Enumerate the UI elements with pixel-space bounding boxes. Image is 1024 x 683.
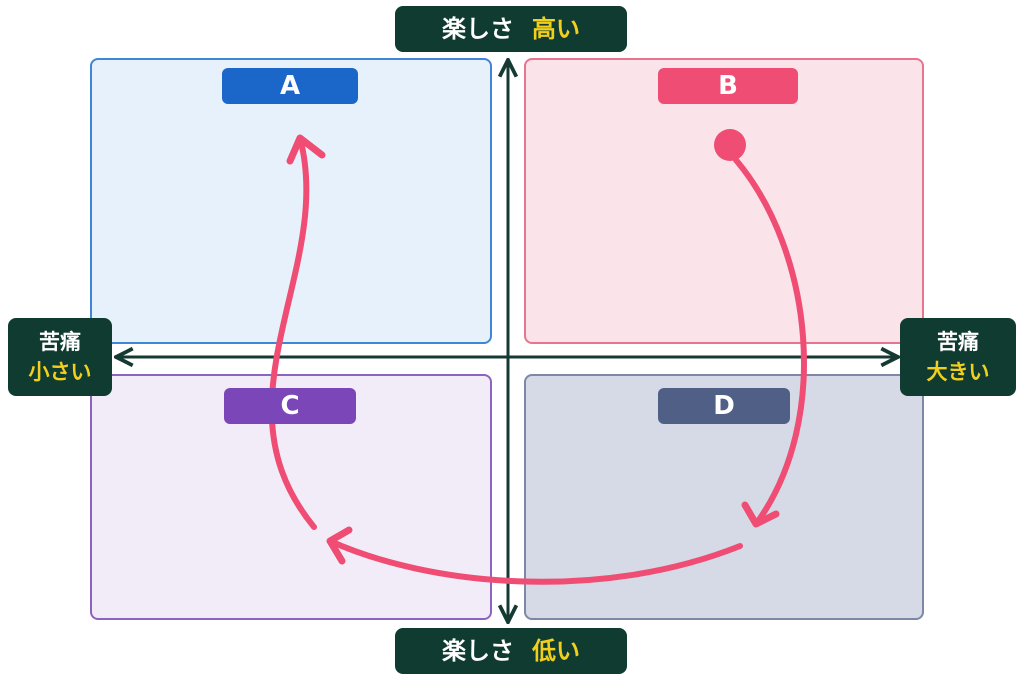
axis-left-name: 苦痛 xyxy=(39,330,81,354)
quadrant-label-a: A xyxy=(222,68,358,104)
arrowhead-c xyxy=(326,526,353,565)
axis-label-left: 苦痛 小さい xyxy=(8,318,112,396)
axis-top-value: 高い xyxy=(532,15,580,43)
path-d-to-c xyxy=(327,538,743,585)
quadrant-label-c: C xyxy=(224,388,356,424)
axis-right-name: 苦痛 xyxy=(937,330,979,354)
path-c-to-a xyxy=(268,135,317,530)
path-b-to-d xyxy=(733,157,807,527)
quadrant-label-b: B xyxy=(658,68,798,104)
arrowhead-a xyxy=(286,134,326,165)
axis-bottom-name: 楽しさ xyxy=(442,637,514,665)
quadrant-b xyxy=(524,58,924,344)
arrowhead-d xyxy=(741,501,780,528)
axis-bottom-value: 低い xyxy=(532,637,580,665)
axis-top-name: 楽しさ xyxy=(442,15,514,43)
quadrant-label-d: D xyxy=(658,388,790,424)
axis-label-bottom: 楽しさ低い xyxy=(395,628,627,674)
axis-label-top: 楽しさ高い xyxy=(395,6,627,52)
axis-label-right: 苦痛 大きい xyxy=(900,318,1016,396)
axis-right-value: 大きい xyxy=(926,360,990,384)
path-start-dot xyxy=(714,129,746,161)
axis-left-value: 小さい xyxy=(28,360,92,384)
